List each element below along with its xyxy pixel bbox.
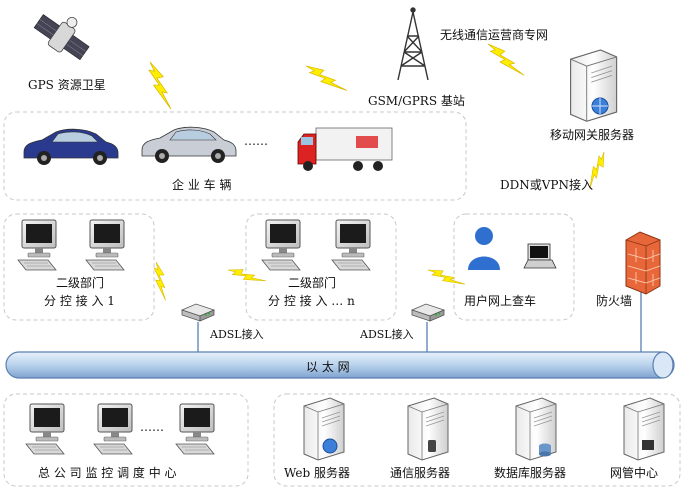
base-station-label: GSM/GPRS 基站 xyxy=(368,94,465,108)
db-server-icon xyxy=(515,397,557,461)
car-icon xyxy=(141,126,237,164)
ethernet-label: 以 太 网 xyxy=(306,360,350,374)
server-icons xyxy=(303,397,665,461)
branch-n-label-line2: 分 控 接 入 … n xyxy=(268,294,355,308)
lightning-icon xyxy=(427,259,466,295)
modem-icon xyxy=(411,303,445,322)
truck-icon xyxy=(297,127,393,171)
enterprise-vehicles-label: 企 业 车 辆 xyxy=(172,178,232,192)
car-icon xyxy=(23,128,119,166)
computer-icon xyxy=(93,403,133,455)
firewall-label: 防火墙 xyxy=(596,294,633,308)
mobile-gateway-server-icon xyxy=(570,49,618,122)
tower-icon xyxy=(397,7,429,81)
lightning-icon xyxy=(487,43,525,76)
computer-icon xyxy=(25,403,65,455)
lightning-icon xyxy=(305,59,348,98)
hq-center-group xyxy=(3,393,249,487)
branch-n-computers xyxy=(261,219,371,271)
user-online-group xyxy=(453,213,575,321)
hq-dots: …… xyxy=(140,420,164,434)
branch-1-computers xyxy=(17,219,125,271)
computer-icon xyxy=(331,219,371,271)
gps-satellite-label: GPS 资源卫星 xyxy=(28,78,106,92)
vehicle-icons xyxy=(23,126,393,171)
db-server-label: 数据库服务器 xyxy=(494,466,567,480)
nms-server-icon xyxy=(623,397,665,461)
computer-icon xyxy=(17,219,57,271)
comm-server-icon xyxy=(407,397,449,461)
ddn-vpn-label: DDN或VPN接入 xyxy=(500,178,593,192)
web-server-icon xyxy=(303,397,345,461)
lightning-icon xyxy=(227,257,267,294)
branch-n-label-line1: 二级部门 xyxy=(288,276,337,290)
branch-1-label-line2: 分 控 接 入 1 xyxy=(44,294,115,308)
enterprise-vehicles-group xyxy=(3,111,467,201)
modem-icon xyxy=(181,303,215,322)
computer-icon xyxy=(85,219,125,271)
branch-n-group xyxy=(245,213,397,321)
lightning-icon xyxy=(135,61,186,110)
hq-computers xyxy=(25,403,215,455)
user-online-label: 用户网上查车 xyxy=(464,294,537,308)
firewall-icon xyxy=(625,231,661,295)
lightning-icon xyxy=(140,261,181,301)
adsl-1-label: ADSL接入 xyxy=(210,328,264,341)
hq-center-label: 总 公 司 监 控 调 度 中 心 xyxy=(38,466,177,480)
web-server-label: Web 服务器 xyxy=(284,466,350,480)
adsl-2-label: ADSL接入 xyxy=(360,328,414,341)
satellite-icon xyxy=(33,14,90,61)
vehicle-dots: …… xyxy=(244,134,268,148)
user-icon xyxy=(468,227,500,270)
laptop-icon xyxy=(523,243,557,269)
ethernet-bus xyxy=(5,351,675,379)
computer-icon xyxy=(261,219,301,271)
branch-1-group xyxy=(3,213,155,321)
nms-center-label: 网管中心 xyxy=(610,466,659,480)
mobile-gateway-label: 移动网关服务器 xyxy=(550,128,635,142)
server-group xyxy=(273,393,681,487)
comm-server-label: 通信服务器 xyxy=(390,466,451,480)
branch-1-label-line1: 二级部门 xyxy=(56,276,105,290)
computer-icon xyxy=(175,403,215,455)
wireless-private-net-label: 无线通信运营商专网 xyxy=(440,28,549,42)
